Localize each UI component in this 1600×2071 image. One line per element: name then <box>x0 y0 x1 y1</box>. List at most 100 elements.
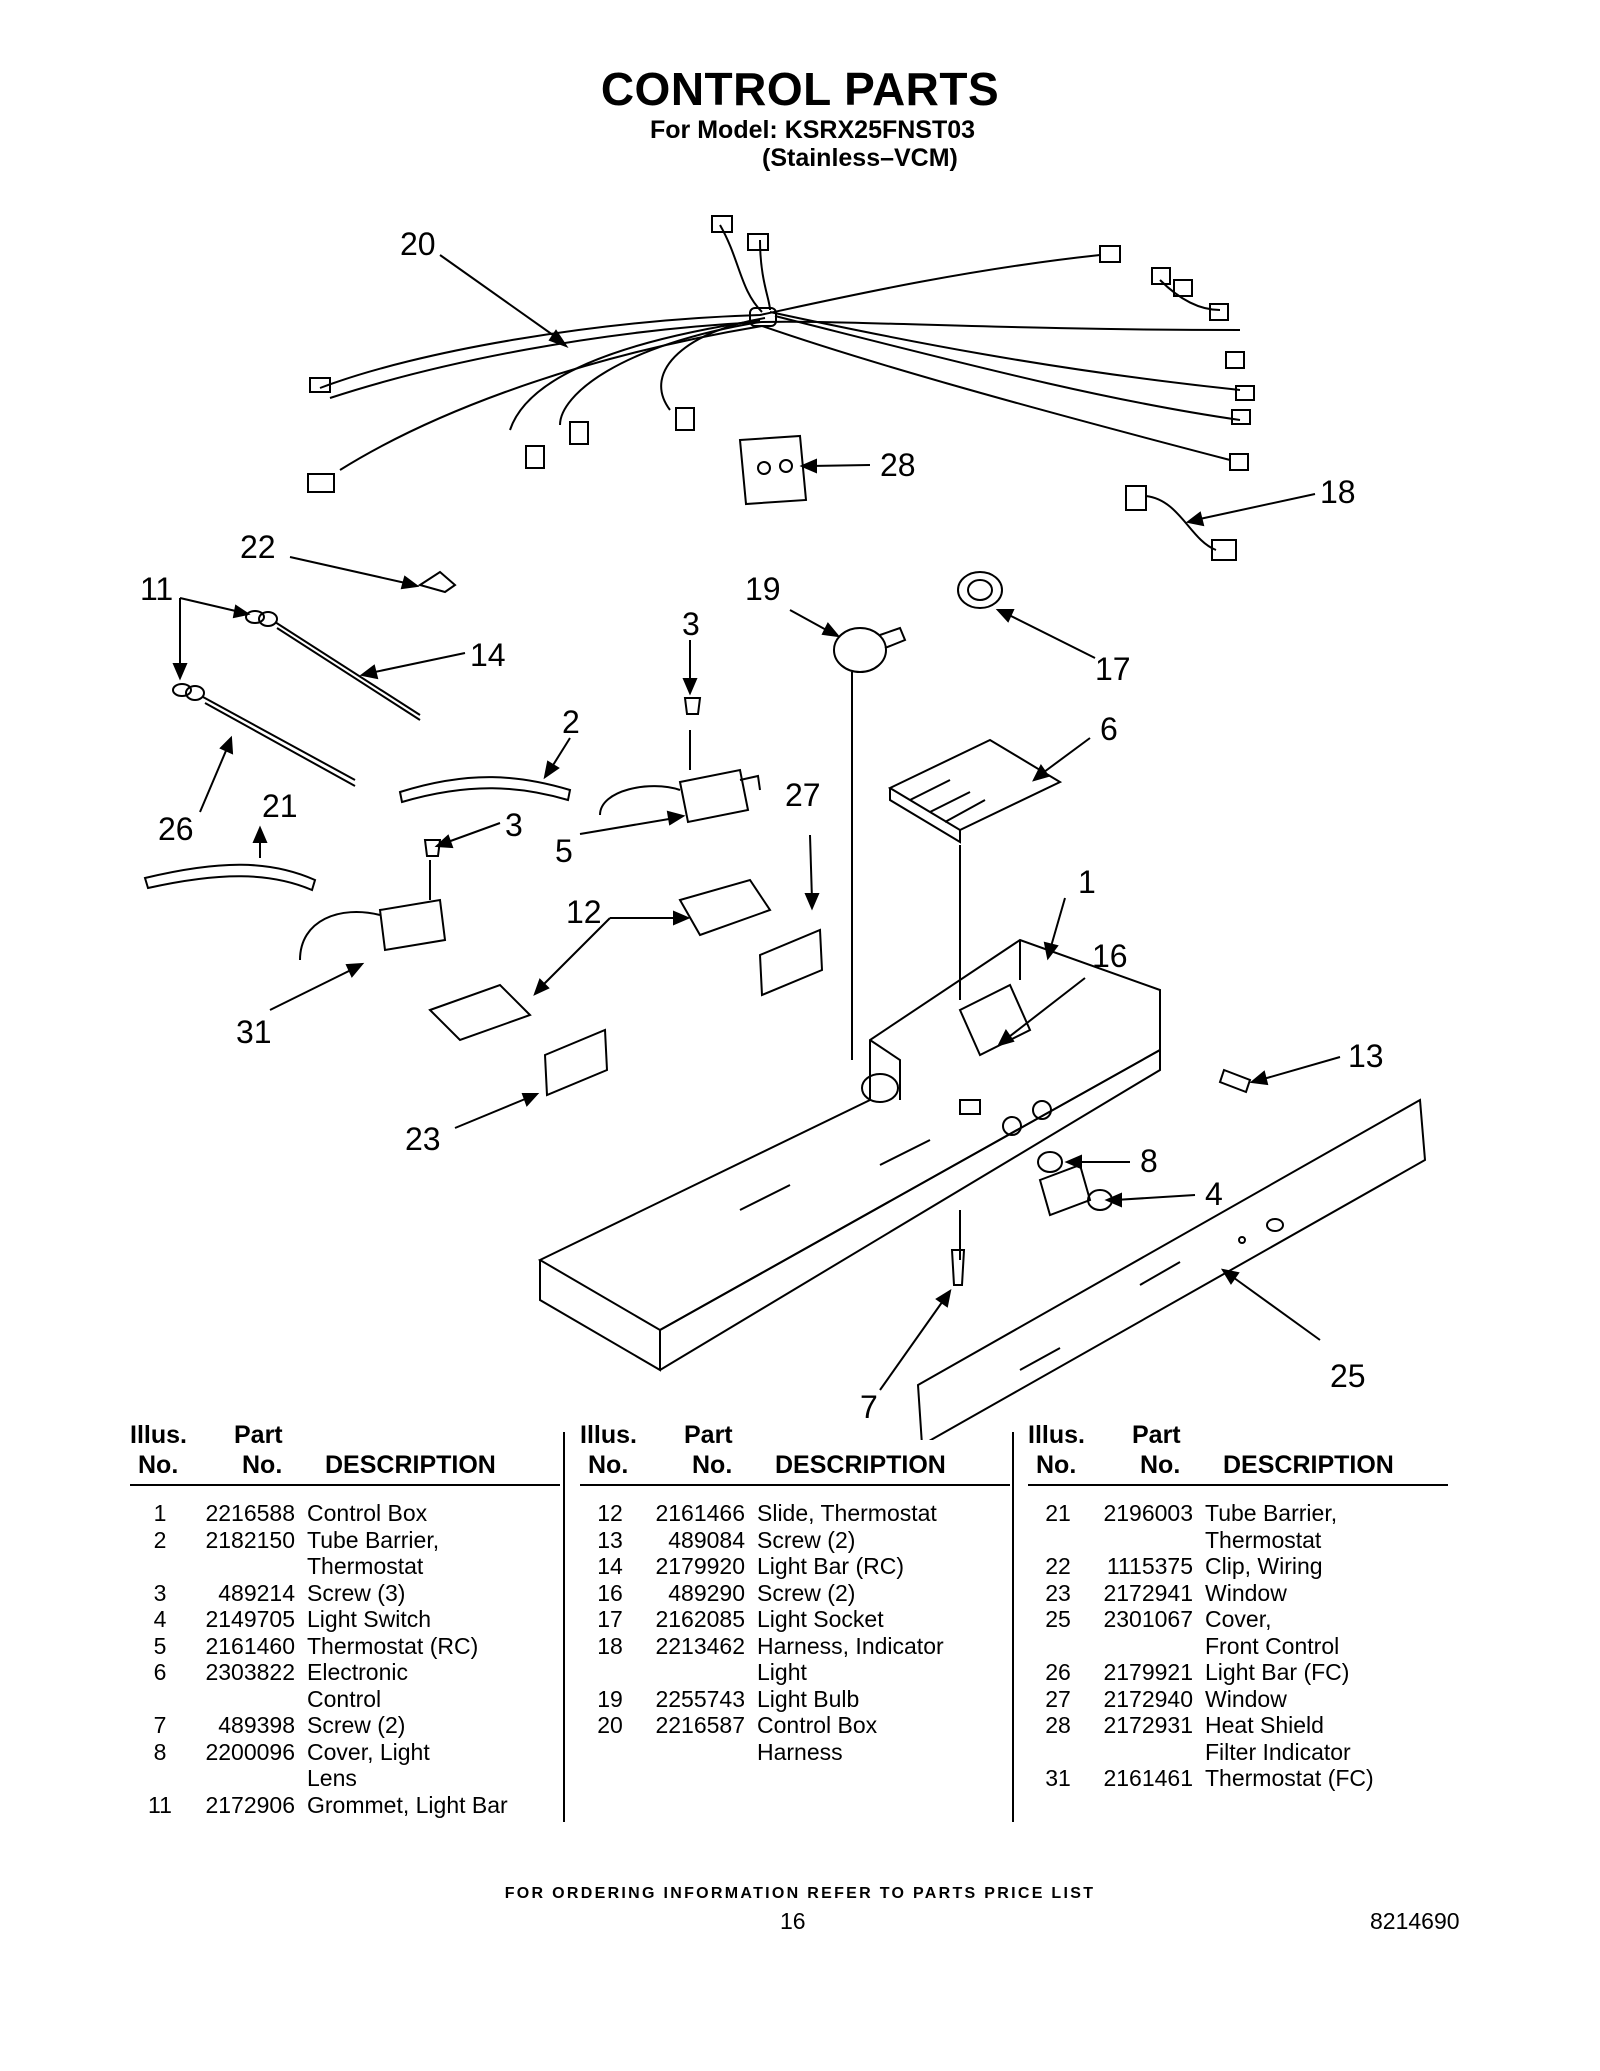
part-no: 2255743 <box>655 1685 745 1712</box>
part-description: Screw (2) <box>757 1579 856 1606</box>
illus-no: 4 <box>153 1606 167 1632</box>
part-description: Cover, <box>1205 1606 1272 1632</box>
illus-no <box>130 1553 190 1580</box>
illus-no: 20 <box>597 1712 623 1738</box>
illus-no <box>1028 1633 1088 1660</box>
model-info: For Model: KSRX25FNST03 (Stainless–VCM) <box>650 116 975 172</box>
callout-16: 16 <box>1092 938 1128 974</box>
part-no: 2196003 <box>1103 1500 1193 1526</box>
callout-18: 18 <box>1320 474 1356 510</box>
illus-no: 7 <box>153 1712 167 1738</box>
header-illus-no: No. <box>1036 1451 1077 1479</box>
variant-line: (Stainless–VCM) <box>762 144 958 172</box>
part-no: 2172941 <box>1103 1579 1193 1606</box>
parts-table-3: Illus. No. Part No. DESCRIPTION 21 219600… <box>1028 1420 1448 1792</box>
part-description: Tube Barrier, <box>1205 1500 1338 1526</box>
electronic-control-board <box>887 738 1063 1000</box>
illus-no: 18 <box>597 1632 623 1659</box>
illus-no: 19 <box>597 1685 623 1712</box>
front-control-cover <box>916 1098 1427 1440</box>
callout-3-upper: 3 <box>682 606 700 642</box>
illus-no: 3 <box>153 1579 167 1606</box>
table-row: Front Control <box>1028 1633 1448 1660</box>
table-row: 13 489084 Screw (2) <box>580 1527 1010 1554</box>
header-illus-no: No. <box>138 1451 179 1479</box>
header-part: Part <box>234 1421 283 1449</box>
ordering-note: FOR ORDERING INFORMATION REFER TO PARTS … <box>504 1885 1096 1902</box>
part-no: 2200096 <box>205 1738 295 1765</box>
screw-13 <box>1218 1068 1252 1094</box>
illus-no: 13 <box>597 1526 623 1553</box>
part-no: 2182150 <box>205 1526 295 1553</box>
callout-7: 7 <box>860 1389 878 1425</box>
control-box <box>537 938 1161 1372</box>
part-no: 2161461 <box>1103 1765 1193 1791</box>
column-divider <box>563 1432 565 1822</box>
part-description: Screw (2) <box>307 1712 406 1738</box>
illus-no: 21 <box>1045 1500 1071 1526</box>
part-description: Lens <box>307 1765 357 1791</box>
part-description: Tube Barrier, <box>307 1526 440 1553</box>
part-no: 2301067 <box>1103 1606 1193 1632</box>
header-part: Part <box>1132 1421 1181 1449</box>
part-description: Light <box>757 1659 807 1685</box>
part-description: Electronic <box>307 1659 408 1685</box>
table-header: Illus. No. Part No. DESCRIPTION <box>1028 1420 1448 1486</box>
header-description: DESCRIPTION <box>775 1451 946 1479</box>
part-description: Thermostat (FC) <box>1205 1765 1374 1791</box>
tube-barrier-fc <box>143 863 317 892</box>
part-no <box>640 1659 745 1686</box>
part-description: Heat Shield <box>1205 1712 1324 1738</box>
header-illus: Illus. <box>1028 1421 1085 1449</box>
thermostat-fc <box>299 839 447 961</box>
table-row: 28 2172931 Heat Shield <box>1028 1712 1448 1739</box>
part-no: 2172931 <box>1103 1712 1193 1738</box>
illus-no: 12 <box>597 1500 623 1526</box>
callout-20: 20 <box>400 226 436 262</box>
part-no <box>1088 1633 1193 1660</box>
exploded-parts-diagram: 20 28 18 22 11 19 3 17 14 2 6 26 21 3 5 … <box>140 215 1427 1440</box>
part-description: Filter Indicator <box>1205 1738 1351 1765</box>
callout-28: 28 <box>880 447 916 483</box>
part-no <box>1088 1739 1193 1766</box>
part-no: 489084 <box>668 1526 745 1553</box>
table-row: Control <box>130 1686 560 1713</box>
illus-no: 27 <box>1045 1685 1071 1712</box>
callout-19: 19 <box>745 571 781 607</box>
illus-no: 14 <box>597 1553 623 1579</box>
illus-no: 16 <box>597 1579 623 1606</box>
part-description: Screw (2) <box>757 1526 856 1553</box>
light-lens-cover <box>1037 1151 1063 1173</box>
tube-barrier-rc <box>398 776 572 804</box>
illus-no <box>1028 1739 1088 1766</box>
table-row: 21 2196003 Tube Barrier, <box>1028 1500 1448 1527</box>
part-description: Light Socket <box>757 1606 884 1632</box>
part-no: 489214 <box>218 1579 295 1606</box>
indicator-light-harness <box>1125 485 1237 561</box>
illus-no <box>130 1765 190 1792</box>
part-description: Front Control <box>1205 1632 1340 1659</box>
part-no: 2172940 <box>1103 1685 1193 1712</box>
part-description: Control Box <box>757 1712 878 1738</box>
callout-31: 31 <box>236 1014 272 1050</box>
table-row: Thermostat <box>1028 1527 1448 1554</box>
part-description: Harness, Indicator <box>757 1632 944 1659</box>
illus-no: 28 <box>1045 1712 1071 1738</box>
part-description: Light Bar (FC) <box>1205 1659 1350 1685</box>
callout-3-lower: 3 <box>505 807 523 843</box>
part-no: 2216587 <box>655 1712 745 1738</box>
page-title: CONTROL PARTS <box>600 63 1000 115</box>
part-description: Light Bulb <box>757 1685 860 1712</box>
